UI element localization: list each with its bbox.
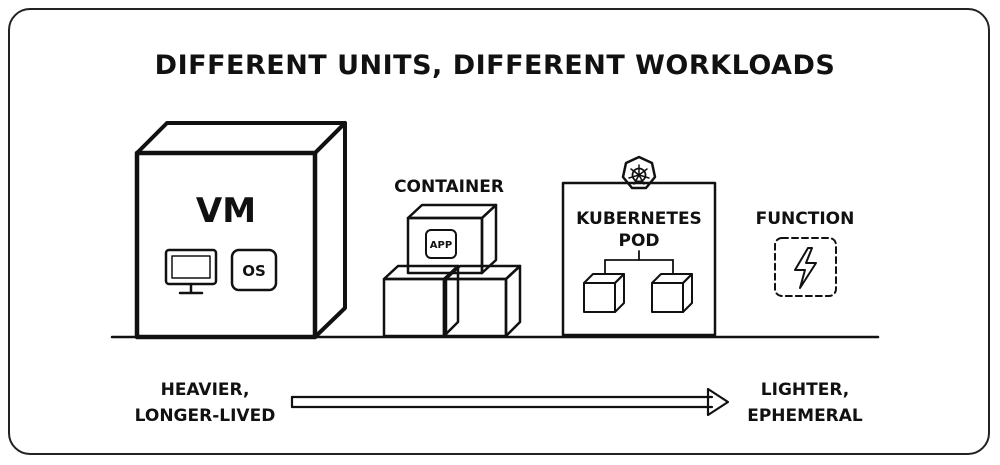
- kubernetes-pod: KUBERNETES POD: [561, 155, 717, 337]
- pod-connector: [604, 250, 674, 274]
- monitor-icon: [164, 248, 218, 295]
- scale-left-line2: LONGER-LIVED: [135, 406, 276, 426]
- weight-scale: HEAVIER, LONGER-LIVED LIGHTER, EPHEMERAL: [135, 380, 863, 426]
- function-box: [774, 237, 837, 297]
- scale-right-line1: LIGHTER,: [761, 380, 849, 400]
- container-label: CONTAINER: [394, 177, 504, 197]
- pod-label-line2: POD: [618, 231, 659, 251]
- os-badge-label: OS: [242, 262, 266, 280]
- pod-box: [561, 181, 717, 337]
- container-stack: CONTAINER APP: [382, 177, 522, 338]
- diagram-frame: [8, 8, 990, 455]
- app-badge-label: APP: [430, 240, 452, 251]
- vm-cube-top: [135, 121, 347, 155]
- function-unit: FUNCTION: [756, 209, 855, 297]
- lightning-bolt-icon: [794, 247, 817, 289]
- function-label: FUNCTION: [756, 209, 855, 229]
- container-cube-bottom-right: [444, 264, 522, 338]
- app-badge: [425, 229, 457, 259]
- os-badge: [230, 248, 278, 292]
- vm-label: VM: [196, 191, 256, 231]
- scale-left-line1: HEAVIER,: [161, 380, 250, 400]
- scale-right-line2: EPHEMERAL: [747, 406, 863, 426]
- container-cube-top: APP: [406, 203, 498, 275]
- scale-arrow: [290, 387, 730, 417]
- pod-container-left: [583, 273, 625, 313]
- pod-label-line1: KUBERNETES: [576, 209, 702, 229]
- vm-cube: VM OS: [134, 121, 347, 340]
- vm-cube-front: [134, 150, 318, 340]
- kubernetes-helm-icon: [621, 155, 657, 190]
- container-cube-bottom-left: [382, 264, 460, 338]
- diagram-title: DIFFERENT UNITS, DIFFERENT WORKLOADS: [155, 50, 836, 81]
- pod-container-right: [651, 273, 693, 313]
- vm-cube-side: [313, 121, 347, 339]
